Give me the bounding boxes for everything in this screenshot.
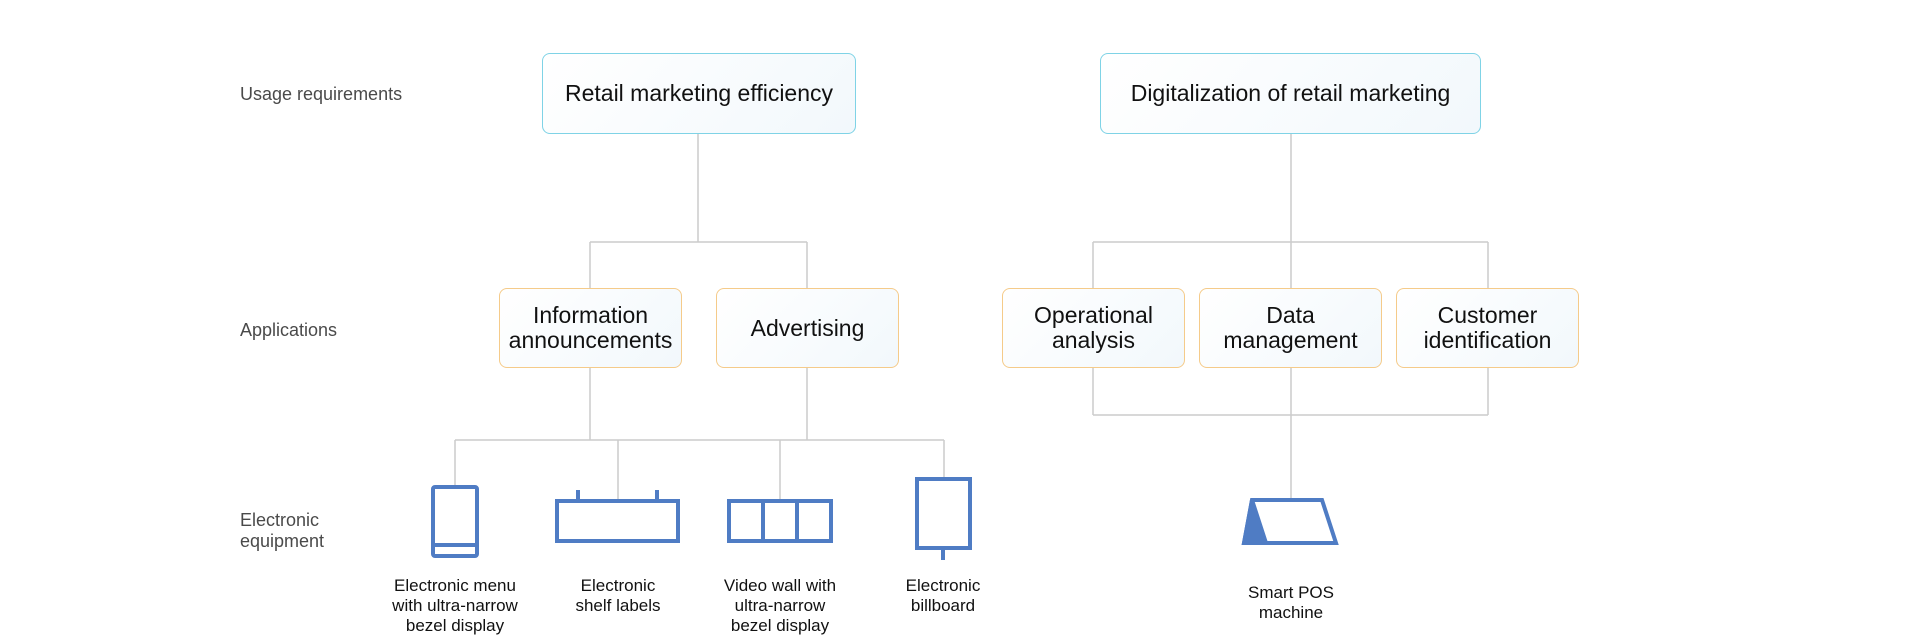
device-label-smart-pos: Smart POS machine [1248,583,1334,622]
requirement-digitalization: Digitalization of retail marketing [1100,53,1481,134]
video-wall-icon [727,499,833,543]
row-label-usage: Usage requirements [240,84,403,104]
portrait-display-icon [431,485,479,558]
application-information-announcements: Information announcements [499,288,682,368]
application-customer-identification: Customer identification [1396,288,1579,368]
row-label-equipment: Electronic equipment [240,510,325,551]
device-label-shelf-labels: Electronic shelf labels [575,576,661,615]
device-label-electronic-menu: Electronic menu with ultra-narrow bezel … [392,576,518,635]
requirement-retail-marketing-efficiency: Retail marketing efficiency [542,53,856,134]
row-label-applications: Applications [240,320,338,340]
application-operational-analysis: Operational analysis [1002,288,1185,368]
application-advertising: Advertising [716,288,899,368]
device-label-billboard: Electronic billboard [905,576,981,615]
application-data-management: Data management [1199,288,1382,368]
pos-terminal-icon [1241,498,1339,545]
device-label-video-wall: Video wall with ultra-narrow bezel displ… [723,576,837,635]
billboard-icon [915,477,972,560]
shelf-label-icon [555,490,680,543]
